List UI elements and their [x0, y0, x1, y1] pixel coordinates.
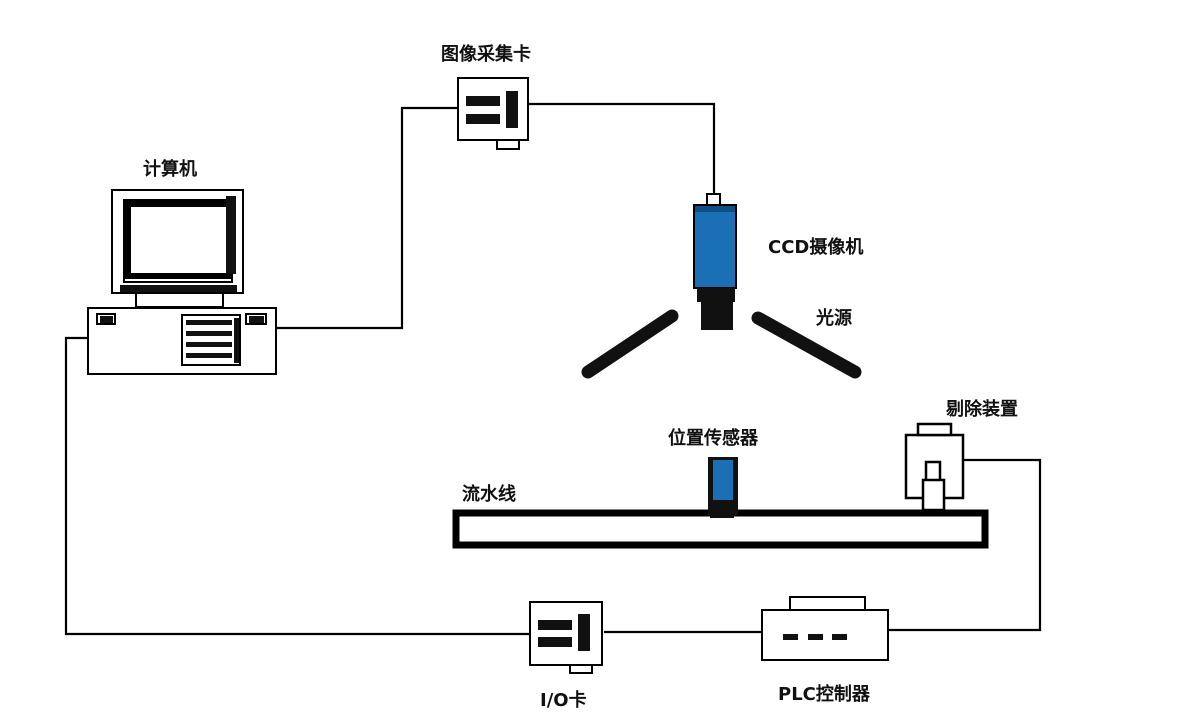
ccd-camera-device [693, 193, 737, 330]
connection-wires [64, 102, 1042, 636]
light-bar-right [751, 311, 862, 379]
capture-card-label: 图像采集卡 [441, 44, 531, 65]
light-source [581, 309, 862, 379]
computer-device [87, 189, 277, 375]
light-source-label: 光源 [816, 308, 852, 329]
plc-label: PLC控制器 [778, 684, 870, 705]
wire-computer-to-capture-card [276, 106, 458, 330]
io-card-device [529, 601, 603, 674]
reject-device-label: 剔除装置 [946, 399, 1018, 420]
position-sensor-label: 位置传感器 [668, 428, 758, 449]
conveyor-label: 流水线 [462, 484, 516, 505]
wire-computer-to-io-card [64, 336, 532, 636]
ccd-camera-label: CCD摄像机 [768, 237, 864, 258]
light-bar-left [581, 309, 679, 379]
conveyor-belt [452, 509, 989, 549]
wire-plc-to-reject-device [888, 458, 1042, 632]
reject-device [904, 422, 965, 512]
capture-card-device [457, 77, 529, 150]
plc-controller-device [761, 596, 889, 661]
computer-label: 计算机 [143, 159, 197, 180]
position-sensor-device [708, 457, 738, 518]
wire-capture-card-to-camera [528, 102, 716, 195]
io-card-label: I/O卡 [540, 690, 587, 711]
